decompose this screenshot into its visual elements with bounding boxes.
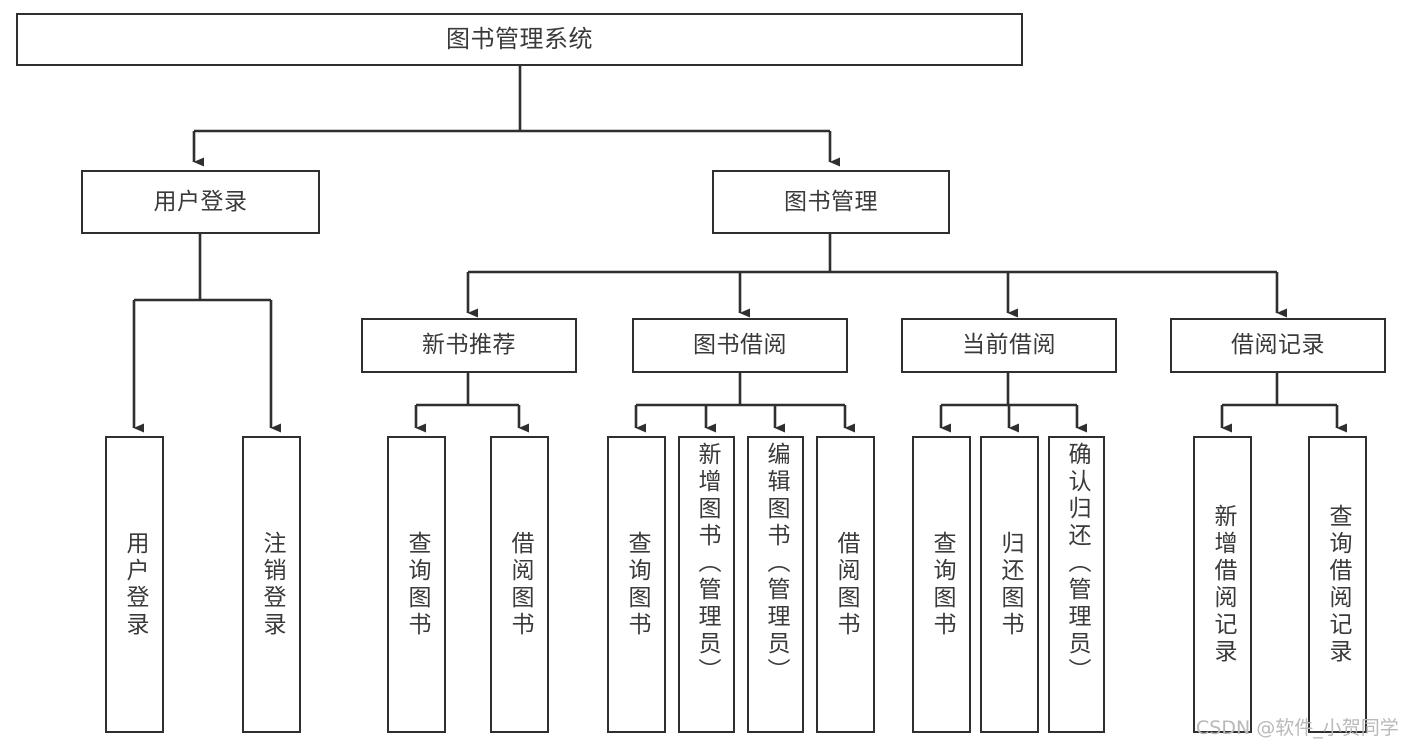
watermark: CSDN @软件_小贺同学 [1196, 717, 1399, 739]
node-label: 图书借阅 [693, 332, 787, 359]
node-leaf-borrow-book-recommend[interactable]: 借阅图书 [490, 436, 549, 733]
node-leaf-logout[interactable]: 注销登录 [242, 436, 301, 733]
node-leaf-borrow-book[interactable]: 借阅图书 [816, 436, 875, 733]
node-label: 图书管理 [784, 188, 878, 215]
node-leaf-return-book[interactable]: 归还图书 [980, 436, 1039, 733]
node-leaf-add-borrow-record[interactable]: 新增借阅记录 [1193, 436, 1252, 733]
node-label: 查询图书 [929, 530, 955, 639]
node-label: 编辑图书（管理员） [763, 442, 789, 685]
node-leaf-confirm-return[interactable]: 确认归还（管理员） [1048, 436, 1105, 733]
node-book-management[interactable]: 图书管理 [712, 170, 950, 234]
node-leaf-edit-book[interactable]: 编辑图书（管理员） [747, 436, 804, 733]
node-leaf-user-login[interactable]: 用户登录 [105, 436, 164, 733]
node-leaf-query-book-recommend[interactable]: 查询图书 [387, 436, 446, 733]
node-book-borrow[interactable]: 图书借阅 [632, 318, 848, 373]
node-label: 注销登录 [259, 530, 285, 639]
node-label: 确认归还（管理员） [1064, 442, 1090, 685]
node-label: 借阅记录 [1231, 332, 1325, 359]
node-new-book-recommend[interactable]: 新书推荐 [361, 318, 577, 373]
node-label: 借阅图书 [507, 530, 533, 639]
node-label: 用户登录 [153, 188, 248, 215]
node-label: 查询图书 [404, 530, 430, 639]
node-label: 新书推荐 [422, 332, 516, 359]
node-label: 借阅图书 [833, 530, 859, 639]
node-leaf-query-book-current[interactable]: 查询图书 [912, 436, 971, 733]
node-user-login[interactable]: 用户登录 [81, 170, 320, 234]
node-label: 查询借阅记录 [1325, 503, 1351, 666]
node-label: 图书管理系统 [446, 24, 593, 53]
node-label: 查询图书 [624, 530, 650, 639]
node-leaf-query-book-borrow[interactable]: 查询图书 [607, 436, 666, 733]
node-label: 当前借阅 [962, 332, 1056, 359]
node-root-book-management-system[interactable]: 图书管理系统 [16, 13, 1023, 66]
node-label: 用户登录 [122, 530, 148, 639]
node-label: 归还图书 [997, 530, 1023, 639]
node-leaf-add-book[interactable]: 新增图书（管理员） [678, 436, 735, 733]
node-leaf-query-borrow-record[interactable]: 查询借阅记录 [1308, 436, 1367, 733]
node-label: 新增借阅记录 [1210, 503, 1236, 666]
node-label: 新增图书（管理员） [694, 442, 720, 685]
node-current-borrow[interactable]: 当前借阅 [901, 318, 1117, 373]
node-borrow-record[interactable]: 借阅记录 [1170, 318, 1386, 373]
